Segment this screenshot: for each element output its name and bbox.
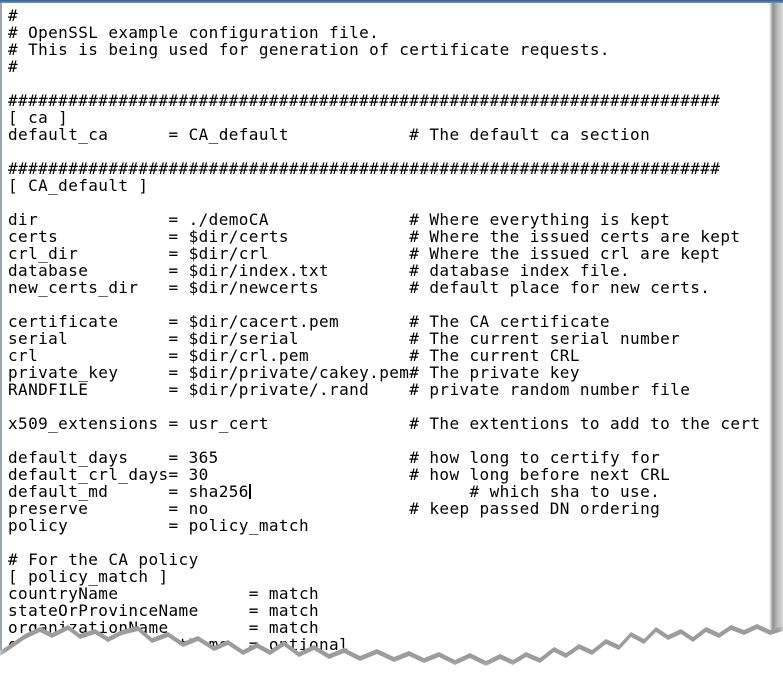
page-right-shadow [769, 3, 783, 661]
code-line [8, 143, 767, 160]
code-line: stateOrProvinceName = match [8, 601, 320, 620]
code-line: # For the CA policy [8, 550, 199, 569]
code-line: # [8, 6, 19, 25]
code-line [8, 296, 767, 313]
text-cursor [248, 484, 251, 499]
code-line [8, 194, 767, 211]
code-line: preserve = no # keep passed DN ordering [8, 499, 661, 518]
code-line: default_md = sha256 # which sha to use. [8, 482, 661, 501]
code-line: ########################################… [8, 91, 721, 110]
code-line: # OpenSSL example configuration file. [8, 23, 380, 42]
code-line [8, 432, 767, 449]
code-line: [ ca ] [8, 108, 69, 127]
code-line: database = $dir/index.txt # database ind… [8, 261, 631, 280]
code-line: # [8, 57, 19, 76]
code-line: countryName = match [8, 584, 320, 603]
code-line: [ CA_default ] [8, 176, 149, 195]
code-line: private_key = $dir/private/cakey.pem# Th… [8, 363, 580, 382]
code-line: policy = policy_match [8, 516, 309, 535]
code-line: RANDFILE = $dir/private/.rand # private … [8, 380, 691, 399]
code-line: # This is being used for generation of c… [8, 40, 610, 59]
code-line: dir = ./demoCA # Where everything is kep… [8, 210, 671, 229]
code-line: certs = $dir/certs # Where the issued ce… [8, 227, 741, 246]
code-line: organizationalUnitName = optional [8, 635, 350, 654]
code-line: default_crl_days= 30 # how long before n… [8, 465, 671, 484]
code-line: crl = $dir/crl.pem # The current CRL [8, 346, 580, 365]
code-line [8, 534, 767, 551]
code-line: [ policy_match ] [8, 567, 169, 586]
code-line: crl_dir = $dir/crl # Where the issued cr… [8, 244, 721, 263]
code-line: default_ca = CA_default # The default ca… [8, 125, 651, 144]
code-line: certificate = $dir/cacert.pem # The CA c… [8, 312, 610, 331]
window-left-border [0, 3, 2, 661]
code-line: new_certs_dir = $dir/newcerts # default … [8, 278, 711, 297]
window-top-border [0, 0, 783, 3]
code-line: default_days = 365 # how long to certify… [8, 448, 661, 467]
code-line: serial = $dir/serial # The current seria… [8, 329, 681, 348]
code-line: x509_extensions = usr_cert # The extenti… [8, 414, 761, 433]
code-line [8, 398, 767, 415]
code-line: ########################################… [8, 159, 721, 178]
code-line [8, 75, 767, 92]
